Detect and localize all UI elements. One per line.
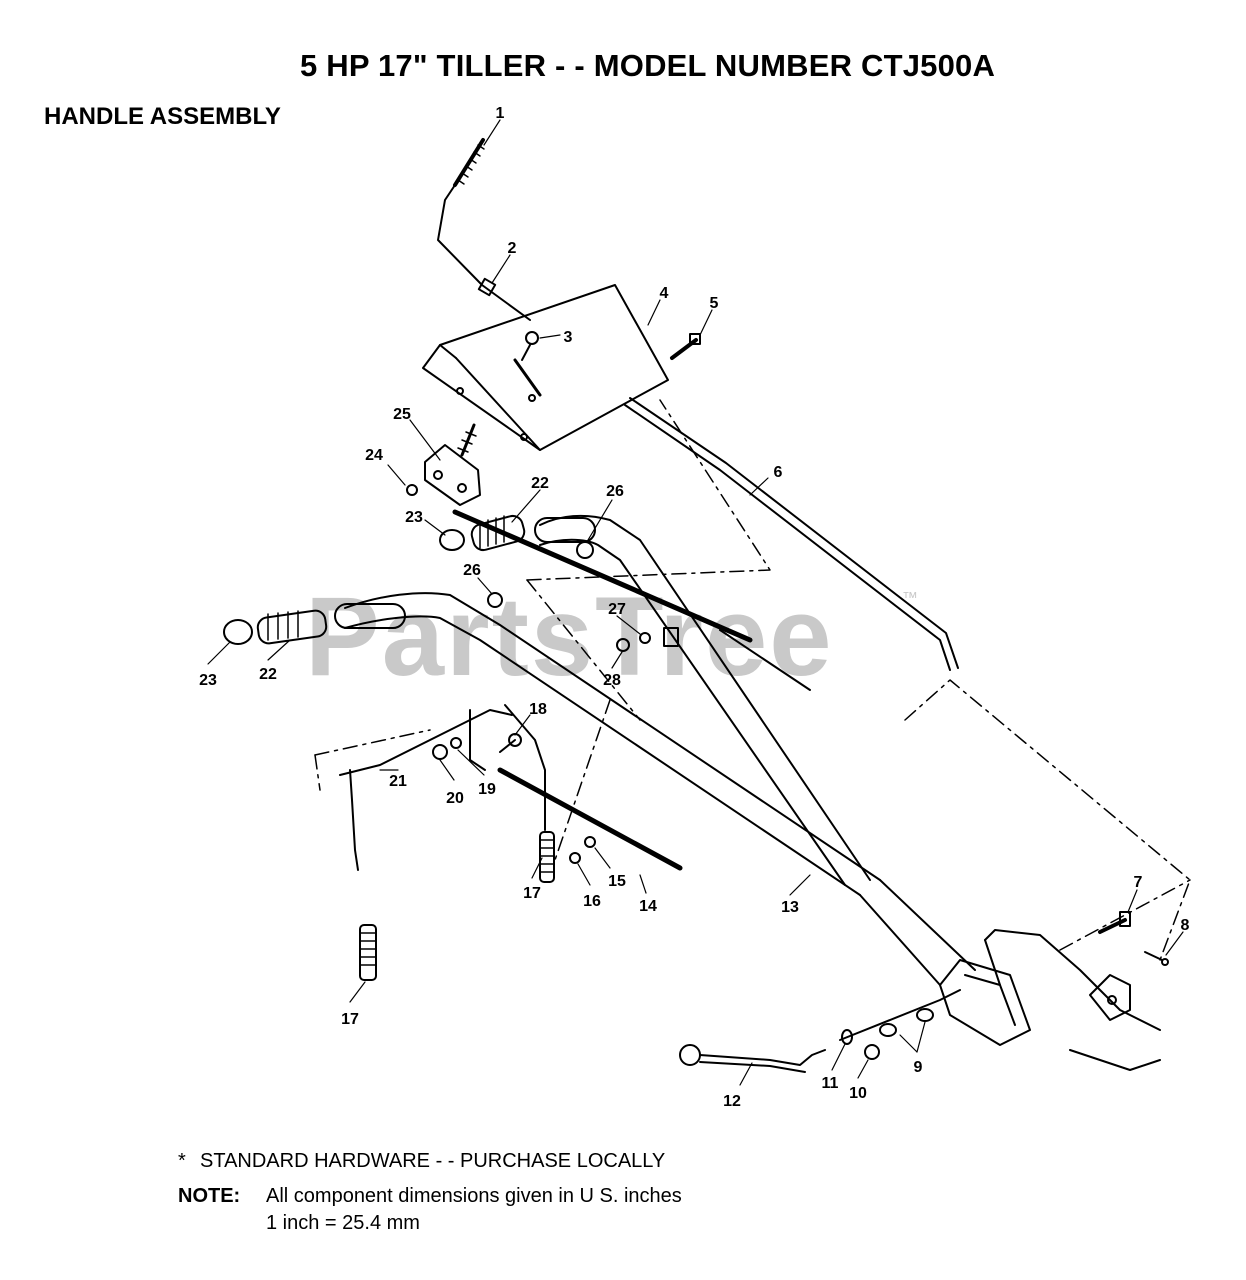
callout-21: 21 <box>389 773 407 790</box>
callout-18: 18 <box>529 701 547 718</box>
callout-labels: 1 2 3 4 5 6 7 8 9 10 11 12 13 14 15 16 1… <box>199 105 1189 1110</box>
part-4-panel <box>422 284 669 451</box>
callout-26-upper: 26 <box>606 483 624 500</box>
callout-23-upper: 23 <box>405 509 423 526</box>
part-27-washer <box>639 632 651 644</box>
part-17-spring-right <box>539 831 555 883</box>
callout-16: 16 <box>583 893 601 910</box>
clamp <box>663 627 679 647</box>
callout-11: 11 <box>822 1075 839 1092</box>
part-5-bolt <box>670 333 701 360</box>
note-line-1: All component dimensions given in U S. i… <box>266 1185 682 1207</box>
page-title: 5 HP 17" TILLER - - MODEL NUMBER CTJ500A <box>300 48 996 83</box>
part-8-pin <box>1144 951 1169 966</box>
part-3-screw <box>513 331 542 397</box>
standard-hardware-text: STANDARD HARDWARE - - PURCHASE LOCALLY <box>200 1150 666 1172</box>
part-19-washer <box>450 737 462 749</box>
callout-4: 4 <box>660 285 669 302</box>
part-13-handle-upper <box>534 514 871 886</box>
callout-28: 28 <box>603 672 621 689</box>
callout-14: 14 <box>639 898 657 915</box>
handle-base <box>939 929 1161 1071</box>
callout-1: 1 <box>496 105 505 122</box>
callout-12: 12 <box>723 1093 741 1110</box>
part-12-lever <box>679 1044 826 1073</box>
part-16-nut <box>569 852 581 864</box>
conversion-note: 1 inch = 25.4 mm <box>178 1210 682 1237</box>
callout-13: 13 <box>781 899 799 916</box>
part-22-grip-lower <box>256 609 328 645</box>
callout-25: 25 <box>393 406 411 423</box>
shift-plate <box>839 989 961 1041</box>
callout-7: 7 <box>1134 874 1143 891</box>
dashed-frame <box>314 399 1191 961</box>
standard-hardware-note: * STANDARD HARDWARE - - PURCHASE LOCALLY <box>178 1148 682 1175</box>
asterisk: * <box>178 1150 186 1172</box>
callout-17-left: 17 <box>341 1011 359 1028</box>
callout-10: 10 <box>849 1085 867 1102</box>
part-1-rod <box>437 138 531 321</box>
callout-26-lower: 26 <box>463 562 481 579</box>
note-line-2: 1 inch = 25.4 mm <box>266 1212 420 1234</box>
callout-22-upper: 22 <box>531 475 549 492</box>
callout-8: 8 <box>1181 917 1190 934</box>
part-28-nut <box>616 638 630 652</box>
part-13-handle-lower <box>334 592 976 986</box>
callout-19: 19 <box>478 781 496 798</box>
part-7-bolt <box>1098 911 1131 934</box>
callout-15: 15 <box>608 873 626 890</box>
part-25-bracket <box>424 423 481 506</box>
callout-20: 20 <box>446 790 464 807</box>
callout-3: 3 <box>564 329 573 346</box>
leader-lines <box>207 119 1184 1086</box>
part-21-rod <box>339 704 546 871</box>
part-2-clip <box>477 277 497 297</box>
callout-5: 5 <box>710 295 719 312</box>
part-26-nut-upper <box>576 541 594 559</box>
section-title: HANDLE ASSEMBLY <box>44 103 281 130</box>
callout-2: 2 <box>508 240 517 257</box>
part-24-nut <box>406 484 418 496</box>
part-14-cable <box>452 509 811 871</box>
dimensions-note: NOTE: All component dimensions given in U… <box>178 1183 682 1210</box>
note-label: NOTE: <box>178 1185 241 1207</box>
part-10-nut <box>864 1044 880 1060</box>
callout-6: 6 <box>774 464 783 481</box>
callout-27: 27 <box>608 601 626 618</box>
part-15-clip <box>584 836 596 848</box>
part-23-cap-upper <box>439 529 465 551</box>
part-17-spring-left <box>359 924 377 981</box>
part-6-rod <box>624 397 959 671</box>
part-18-clip <box>499 733 522 753</box>
callout-22-lower: 22 <box>259 666 277 683</box>
part-23-cap-lower <box>223 619 253 645</box>
adjuster-knob <box>1089 974 1131 1021</box>
notes-block: *STANDARD HARDWARE - - PURCHASE LOCALLY … <box>178 1148 682 1237</box>
callout-24: 24 <box>365 447 383 464</box>
callout-17-right: 17 <box>523 885 541 902</box>
part-22-grip-upper <box>470 514 526 552</box>
callout-9: 9 <box>914 1059 923 1076</box>
part-26-nut-lower <box>487 592 503 608</box>
part-11-washer <box>841 1029 853 1045</box>
callout-23-lower: 23 <box>199 672 217 689</box>
part-9-plate <box>879 1008 934 1037</box>
part-20-nut <box>432 744 448 760</box>
